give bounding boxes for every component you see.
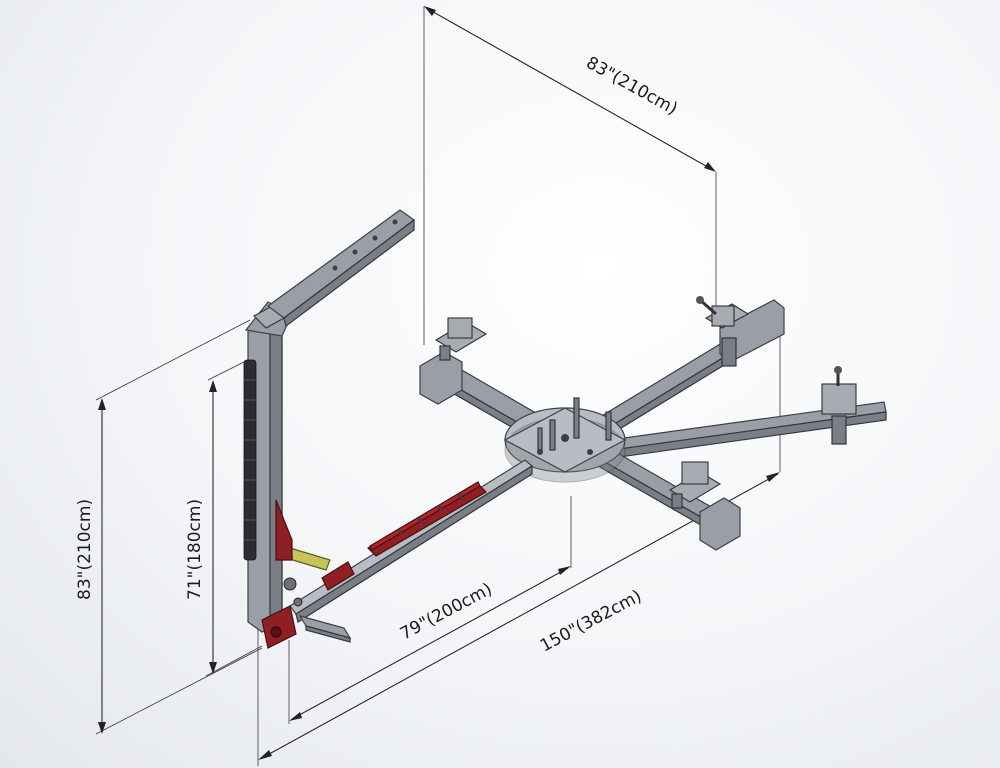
arm-beam-side [295,464,533,623]
tube-sleeve-front [699,497,741,551]
arrow-head [704,162,716,172]
arm-red-sleeve-top [369,481,481,551]
clamp-knob [834,366,842,374]
pulling-tower [243,209,416,649]
arm-pin [293,597,303,607]
clamp-top-right [696,296,750,367]
tower-post-side [269,329,283,632]
arrow-head [766,472,780,482]
sleeve-hole [418,518,422,522]
left-outer-height-label: 83"(210cm) [75,499,95,600]
clamp-far-right [821,366,857,445]
platform-cross-frame [419,299,887,551]
arrow-head [209,662,217,674]
arrow-head [424,6,436,16]
arrow-head [98,398,106,410]
plate-hole [587,449,593,455]
total-length-line [261,473,779,759]
clamp-bolt [439,345,451,361]
top-width-dimension-line [427,8,714,171]
arrow-head [289,712,302,721]
sleeve-hole [458,494,462,498]
clamp-top-left [434,317,488,361]
clamp-jaw [821,383,857,415]
center-hole [561,434,569,442]
left-top-extension [95,319,251,401]
clamp-front-right [668,461,722,509]
top-width-label: 83"(210cm) [583,53,681,119]
tower-hydraulic-red [275,499,293,561]
boom-hole [372,235,378,241]
boom-hole [332,265,338,271]
boom-hole [352,249,358,255]
arm-beam-top [289,459,534,615]
pinch-weld-clamps [434,296,857,509]
arm-length-line [291,567,569,720]
arrow-head [558,566,571,575]
arm-red-block [321,561,355,591]
clamp-leg [831,415,847,445]
total-length-label: 150"(382cm) [537,586,645,656]
arrow-head [209,380,217,392]
plate-post [573,397,580,439]
left-bottom-extension [95,647,263,735]
arm-red-sleeve [367,483,487,557]
tower-base-pin [270,626,282,638]
pulling-arm [283,459,534,643]
sleeve-hole [438,506,442,510]
clamp-knob [696,296,704,304]
inner-bottom-extension [205,645,263,677]
arm-pivot [283,577,297,591]
clamp-jaw [681,461,709,485]
boom-hole [392,219,398,225]
arrow-head [258,750,272,760]
tower-boom-side [283,218,415,328]
sleeve-hole [398,530,402,534]
clamp-leg [721,337,737,367]
plate-post [549,419,556,451]
chain-links [244,379,256,541]
tower-red-base [261,605,297,649]
clamp-bolt [671,493,683,509]
clamp-jaw [447,317,473,339]
plate-post [537,427,543,451]
arrow-head [98,722,106,734]
tower-boom [266,209,416,319]
plate-post [605,411,612,441]
left-inner-height-label: 71"(180cm) [185,499,205,600]
foot-plate-side [305,625,351,643]
clamp-jaw [711,305,735,327]
